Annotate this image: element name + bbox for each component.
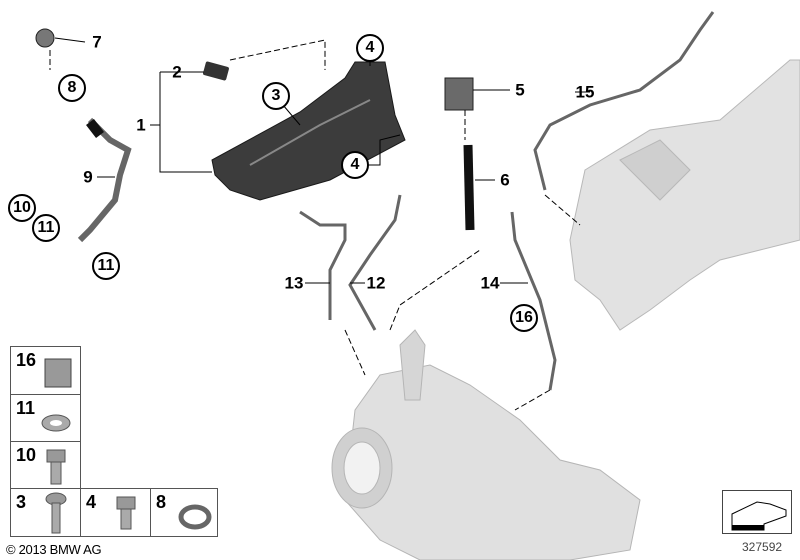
image-number: 327592 [742,540,783,554]
callout-9: 9 [83,167,93,187]
callout-16: 16 [510,304,538,332]
legend-number: 3 [16,492,27,512]
orientation-arrow-icon [731,501,787,531]
legend-number: 8 [156,492,167,512]
legend-number: 16 [16,350,37,370]
callout-8: 8 [58,74,86,102]
orientation-arrow-box [722,490,792,534]
washer-icon [41,414,71,432]
pressure-sensor [444,77,474,111]
callout-12: 12 [366,273,386,293]
screw-icon [45,492,67,534]
clip-nut-icon [44,358,72,388]
callout-3: 3 [262,82,290,110]
callout-7: 7 [92,32,102,52]
callout-4-top: 4 [356,34,384,62]
sensor-bracket [211,61,406,201]
callout-5: 5 [515,80,525,100]
callout-6: 6 [500,170,510,190]
callout-2: 2 [172,62,182,82]
callout-14: 14 [480,273,500,293]
legend-number: 11 [16,398,36,418]
copyright-text: © 2013 BMW AG [6,542,102,557]
legend-number: 4 [86,492,97,512]
legend-cell-8: 8 [150,488,218,537]
callout-11-b: 11 [92,252,120,280]
callout-10: 10 [8,194,36,222]
callout-1: 1 [136,115,146,135]
particulate-filter-ghost [331,329,641,560]
intake-manifold-ghost [569,59,800,331]
callout-4-bottom: 4 [341,151,369,179]
callout-15: 15 [575,82,595,102]
legend-cell-4: 4 [80,488,151,537]
sensor-wires [299,11,715,391]
hex-bolt-icon [116,496,136,530]
legend-cell-16: 16 [10,346,81,395]
callout-13: 13 [284,273,304,293]
legend-cell-3: 3 [10,488,81,537]
legend-cell-11: 11 [10,394,81,442]
hose-clamp-icon [178,504,212,530]
hollow-bolt-icon [46,449,66,485]
legend-cell-10: 10 [10,441,81,489]
connector-part [203,61,229,81]
callout-11-a: 11 [32,214,60,242]
legend-number: 10 [16,445,37,465]
hose [463,144,475,231]
